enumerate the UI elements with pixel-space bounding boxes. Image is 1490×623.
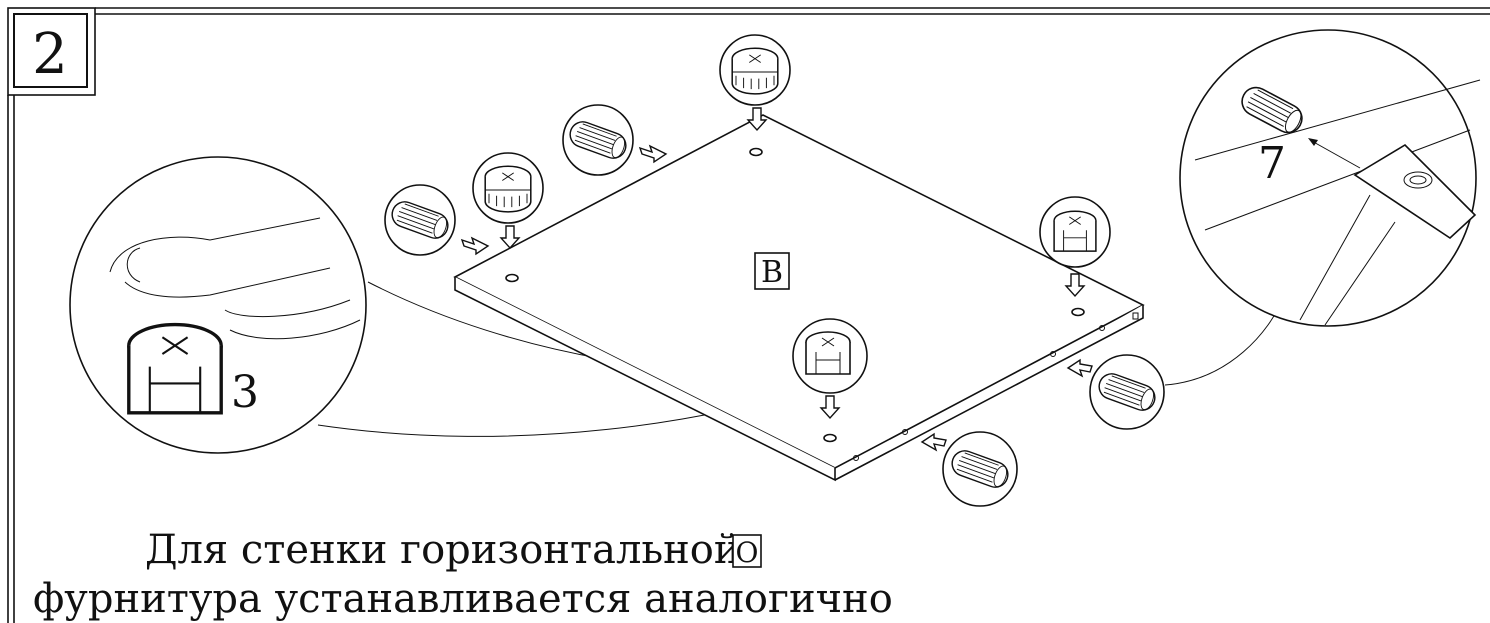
cam-count-label: 3: [231, 367, 259, 418]
panel-b: B: [453, 114, 1145, 482]
dowel-count-label: 7: [1258, 138, 1286, 189]
dowel-hammer-circle: 7: [1179, 29, 1481, 327]
page-frame: [7, 7, 1490, 623]
part-circles: [384, 34, 1165, 507]
insertion-arrows: [460, 107, 1093, 452]
cam-detail-circle: 3: [69, 156, 367, 454]
step-number-box: 2: [7, 7, 96, 96]
panel-label: B: [761, 255, 783, 290]
caption-part-box: O: [736, 536, 759, 569]
caption-line-1: Для стенки горизонтальной: [145, 527, 741, 573]
caption-line-2: фурнитура устанавливается аналогично: [33, 576, 893, 622]
step-number: 2: [32, 22, 68, 87]
caption: Для стенки горизонтальной O фурнитура ус…: [33, 527, 893, 622]
